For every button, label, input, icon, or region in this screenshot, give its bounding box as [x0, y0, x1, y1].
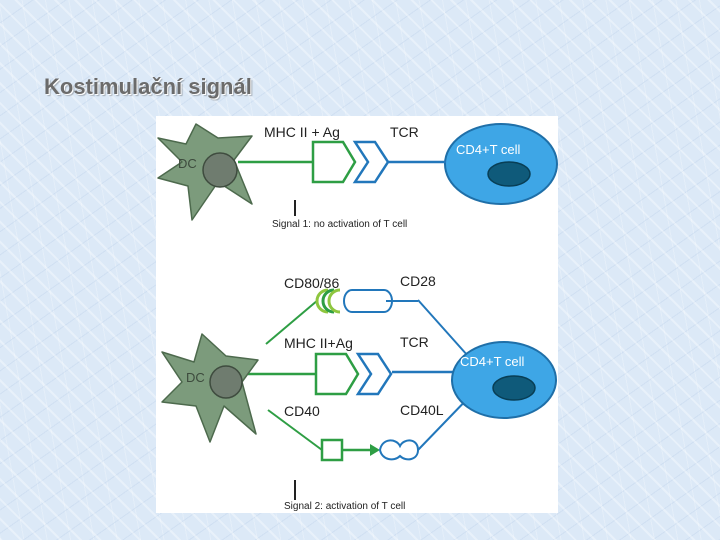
- bottom-dc-label: DC: [186, 370, 205, 385]
- top-tcr-label: TCR: [390, 124, 419, 140]
- top-tcr-shape: [352, 140, 390, 184]
- top-tcell-label: CD4+T cell: [456, 142, 521, 157]
- top-signal-caption: Signal 1: no activation of T cell: [272, 219, 407, 230]
- bottom-dc-nucleus: [209, 365, 243, 399]
- bottom-cd28-label: CD28: [400, 273, 436, 289]
- bottom-cd40-arrowhead: [370, 444, 380, 456]
- bottom-tcr-label: TCR: [400, 334, 429, 350]
- bottom-signal-caption: Signal 2: activation of T cell: [284, 501, 405, 512]
- costimulation-diagram: CD4+T cell DC MHC II + Ag TCR Signal 1: …: [157, 123, 558, 512]
- top-panel: CD4+T cell DC MHC II + Ag TCR Signal 1: …: [157, 123, 558, 230]
- bottom-cd80-label: CD80/86: [284, 275, 339, 291]
- top-dc-label: DC: [178, 156, 197, 171]
- bottom-cd40-link: [267, 409, 323, 451]
- costimulation-figure: CD4+T cell DC MHC II + Ag TCR Signal 1: …: [156, 116, 558, 513]
- bottom-mhc-label: MHC II+Ag: [284, 335, 353, 351]
- bottom-cd80-link: [265, 299, 319, 345]
- bottom-cd28-link: [417, 299, 469, 357]
- bottom-panel: CD4+T cell: [161, 273, 557, 512]
- bottom-mhc-shape: [314, 352, 360, 396]
- bottom-tcr-shape: [355, 352, 393, 396]
- bottom-cd40l-label: CD40L: [400, 402, 444, 418]
- bottom-cd80-shape: [315, 288, 341, 314]
- bottom-cd40l-shape: [378, 439, 420, 461]
- top-mhc-shape: [311, 140, 357, 184]
- slide-title: Kostimulační signál: [44, 74, 252, 99]
- bottom-cd28-shape: [343, 289, 418, 313]
- top-dc-nucleus: [202, 152, 238, 188]
- bottom-dc-body: [161, 333, 259, 443]
- bottom-tcell-label: CD4+T cell: [460, 354, 525, 369]
- top-mhc-label: MHC II + Ag: [264, 124, 340, 140]
- top-tcell-nucleus: [487, 161, 531, 187]
- bottom-cd40-label: CD40: [284, 403, 320, 419]
- bottom-cd40-shape: [320, 438, 344, 462]
- bottom-tcell-nucleus: [492, 375, 536, 401]
